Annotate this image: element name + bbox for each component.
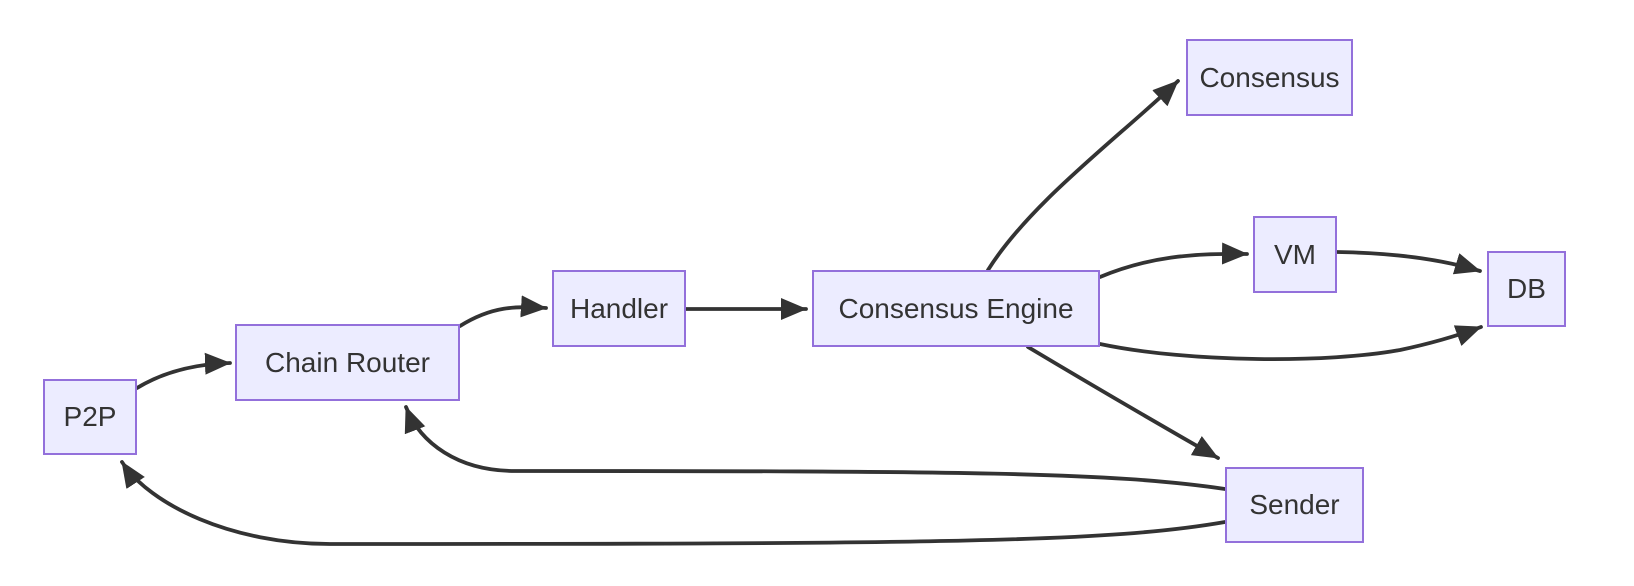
node-label: P2P — [63, 401, 117, 432]
node-label: Handler — [569, 292, 669, 324]
node-chain-router: Chain Router — [235, 324, 460, 401]
node-label: VM — [1274, 238, 1316, 270]
node-label: Sender — [1249, 489, 1340, 520]
edge-consensus-engine-to-vm — [1098, 242, 1249, 279]
node-p2p: P2P — [43, 379, 137, 455]
edge-sender-to-p2p — [120, 460, 1227, 546]
edge-sender-to-chain-router — [404, 405, 1227, 491]
node-label: Consensus Engine — [838, 292, 1074, 324]
edge-p2p-to-chain-router — [135, 352, 232, 390]
edge-layer — [120, 79, 1483, 546]
node-db: DB — [1487, 251, 1566, 327]
node-consensus-engine: Consensus Engine — [812, 270, 1100, 347]
node-consensus: Consensus — [1186, 39, 1353, 116]
node-label: Consensus — [1199, 61, 1340, 93]
node-handler: Handler — [552, 270, 686, 347]
edge-consensus-engine-to-db — [1098, 325, 1483, 362]
node-label: Chain Router — [265, 346, 430, 378]
edge-consensus-engine-to-consensus — [986, 79, 1180, 272]
node-label: DB — [1507, 273, 1546, 304]
edge-consensus-engine-to-sender — [1026, 345, 1220, 460]
node-sender: Sender — [1225, 467, 1364, 543]
node-vm: VM — [1253, 216, 1337, 293]
edge-chain-router-to-handler — [458, 295, 548, 328]
edge-vm-to-db — [1335, 250, 1482, 275]
